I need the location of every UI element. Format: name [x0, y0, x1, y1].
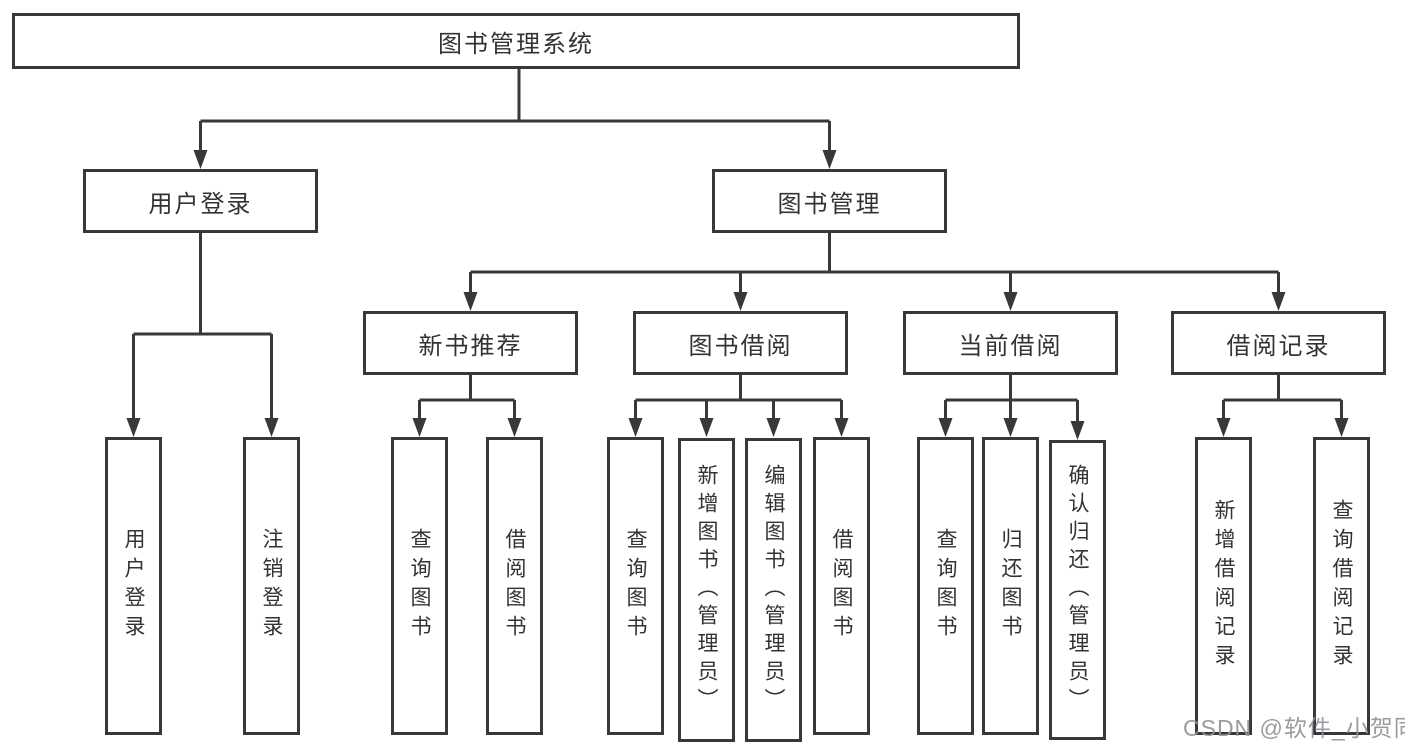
connector-book-management [469, 233, 1280, 294]
leaf-borrow-edit-admin: 编辑图书（管理员） [745, 438, 802, 742]
node-borrow-record-label: 借阅记录 [1226, 332, 1331, 360]
node-root-label: 图书管理系统 [438, 30, 594, 58]
leaf-label: 注销登录 [260, 528, 283, 644]
leaf-label: 查询图书 [624, 528, 647, 644]
leaf-record-add: 新增借阅记录 [1195, 437, 1252, 735]
node-user-login-label: 用户登录 [148, 190, 253, 218]
node-book-management-label: 图书管理 [777, 190, 882, 218]
node-user-login: 用户登录 [83, 169, 318, 233]
leaf-label: 用户登录 [122, 528, 145, 644]
leaf-current-return: 归还图书 [982, 437, 1039, 735]
node-new-book: 新书推荐 [363, 311, 578, 375]
connector-current-borrow [944, 375, 1079, 423]
connector-new-book [418, 375, 516, 420]
leaf-label: 借阅图书 [830, 528, 853, 644]
leaf-label: 查询借阅记录 [1330, 499, 1353, 673]
leaf-label: 查询图书 [934, 528, 957, 644]
node-current-borrow: 当前借阅 [903, 311, 1118, 375]
connector-root [199, 69, 831, 152]
connector-borrow-record [1222, 375, 1343, 420]
node-current-borrow-label: 当前借阅 [958, 332, 1063, 360]
connector-book-borrow [634, 375, 843, 420]
leaf-newbook-query: 查询图书 [391, 437, 448, 735]
leaf-label: 新增借阅记录 [1212, 499, 1235, 673]
leaf-current-query: 查询图书 [917, 437, 974, 735]
arrowheads [126, 150, 1349, 440]
leaf-record-query: 查询借阅记录 [1313, 437, 1370, 735]
node-book-borrow: 图书借阅 [633, 311, 848, 375]
leaf-logout: 注销登录 [243, 437, 300, 735]
leaf-label: 新增图书（管理员） [695, 464, 718, 716]
node-new-book-label: 新书推荐 [418, 332, 523, 360]
leaf-label: 编辑图书（管理员） [762, 464, 785, 716]
connector-user-login [132, 233, 273, 420]
leaf-user-login: 用户登录 [105, 437, 162, 735]
leaf-label: 归还图书 [999, 528, 1022, 644]
leaf-borrow-book: 借阅图书 [813, 437, 870, 735]
leaf-borrow-add-admin: 新增图书（管理员） [678, 438, 735, 742]
node-borrow-record: 借阅记录 [1171, 311, 1386, 375]
leaf-label: 确认归还（管理员） [1066, 464, 1089, 716]
leaf-current-confirm-admin: 确认归还（管理员） [1049, 440, 1106, 740]
node-book-borrow-label: 图书借阅 [688, 332, 793, 360]
node-root: 图书管理系统 [12, 13, 1020, 69]
leaf-borrow-query: 查询图书 [607, 437, 664, 735]
leaf-newbook-borrow: 借阅图书 [486, 437, 543, 735]
leaf-label: 查询图书 [408, 528, 431, 644]
leaf-label: 借阅图书 [503, 528, 526, 644]
node-book-management: 图书管理 [712, 169, 947, 233]
